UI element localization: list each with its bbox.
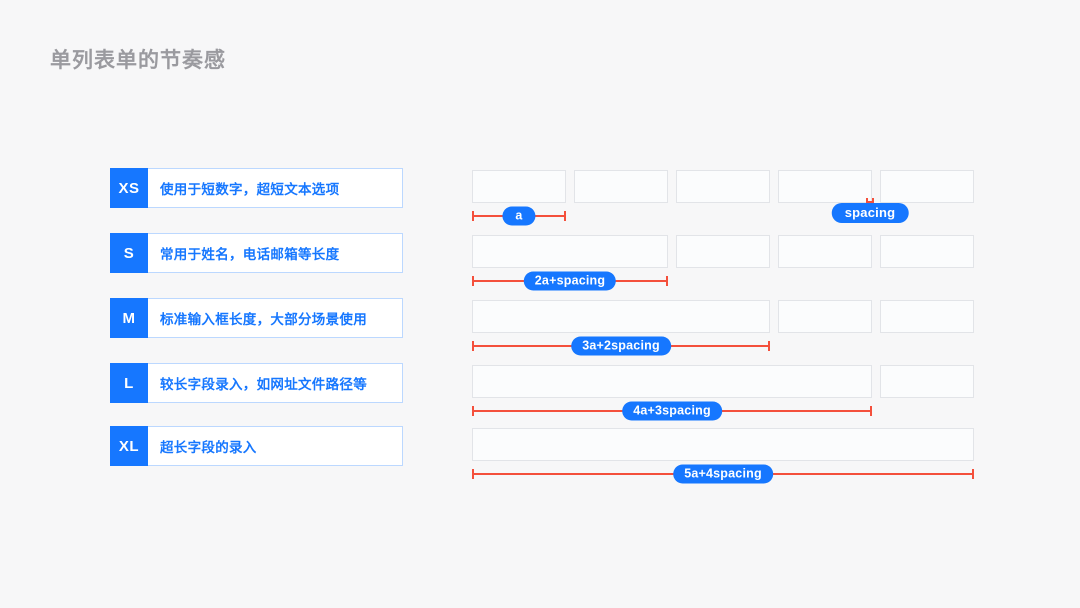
- legend-badge-xl: XL: [110, 426, 148, 466]
- field-box[interactable]: [778, 300, 872, 333]
- legend-description-xs: 使用于短数字，超短文本选项: [148, 168, 403, 208]
- legend-row-xs[interactable]: XS 使用于短数字，超短文本选项: [110, 168, 403, 208]
- legend-description-l: 较长字段录入，如网址文件路径等: [148, 363, 403, 403]
- legend-badge-s: S: [110, 233, 148, 273]
- legend-row-s[interactable]: S 常用于姓名，电话邮箱等长度: [110, 233, 403, 273]
- field-box[interactable]: [676, 235, 770, 268]
- diagram-row-m: 3a+2spacing: [472, 300, 974, 356]
- diagram-row-s: 2a+spacing: [472, 235, 974, 291]
- diagram-row-xs: a spacing: [472, 170, 974, 226]
- gap-bracket-spacing: [866, 198, 874, 206]
- field-box[interactable]: [472, 300, 770, 333]
- legend-badge-xs: XS: [110, 168, 148, 208]
- legend-description-m: 标准输入框长度，大部分场景使用: [148, 298, 403, 338]
- measure-label-spacing: spacing: [831, 203, 909, 223]
- legend-row-xl[interactable]: XL 超长字段的录入: [110, 426, 403, 466]
- measure-label-5a-4spacing: 5a+4spacing: [673, 464, 773, 484]
- measure-label-4a-3spacing: 4a+3spacing: [622, 401, 722, 421]
- field-box[interactable]: [880, 235, 974, 268]
- field-box[interactable]: [472, 170, 566, 203]
- field-box[interactable]: [472, 428, 974, 461]
- field-box[interactable]: [676, 170, 770, 203]
- field-box[interactable]: [880, 300, 974, 333]
- legend-row-l[interactable]: L 较长字段录入，如网址文件路径等: [110, 363, 403, 403]
- legend-description-xl: 超长字段的录入: [148, 426, 403, 466]
- field-box[interactable]: [472, 235, 668, 268]
- legend-description-s: 常用于姓名，电话邮箱等长度: [148, 233, 403, 273]
- measure-label-2a-spacing: 2a+spacing: [523, 271, 617, 291]
- legend-badge-l: L: [110, 363, 148, 403]
- diagram-row-l: 4a+3spacing: [472, 365, 974, 421]
- measure-label-3a-2spacing: 3a+2spacing: [571, 336, 671, 356]
- field-box[interactable]: [778, 170, 872, 203]
- diagram-row-xl: 5a+4spacing: [472, 428, 974, 484]
- field-box[interactable]: [880, 365, 974, 398]
- measure-label-a: a: [502, 206, 536, 226]
- field-box[interactable]: [880, 170, 974, 203]
- field-box[interactable]: [574, 170, 668, 203]
- legend-badge-m: M: [110, 298, 148, 338]
- legend-row-m[interactable]: M 标准输入框长度，大部分场景使用: [110, 298, 403, 338]
- page-title: 单列表单的节奏感: [50, 49, 226, 72]
- field-box[interactable]: [472, 365, 872, 398]
- field-box[interactable]: [778, 235, 872, 268]
